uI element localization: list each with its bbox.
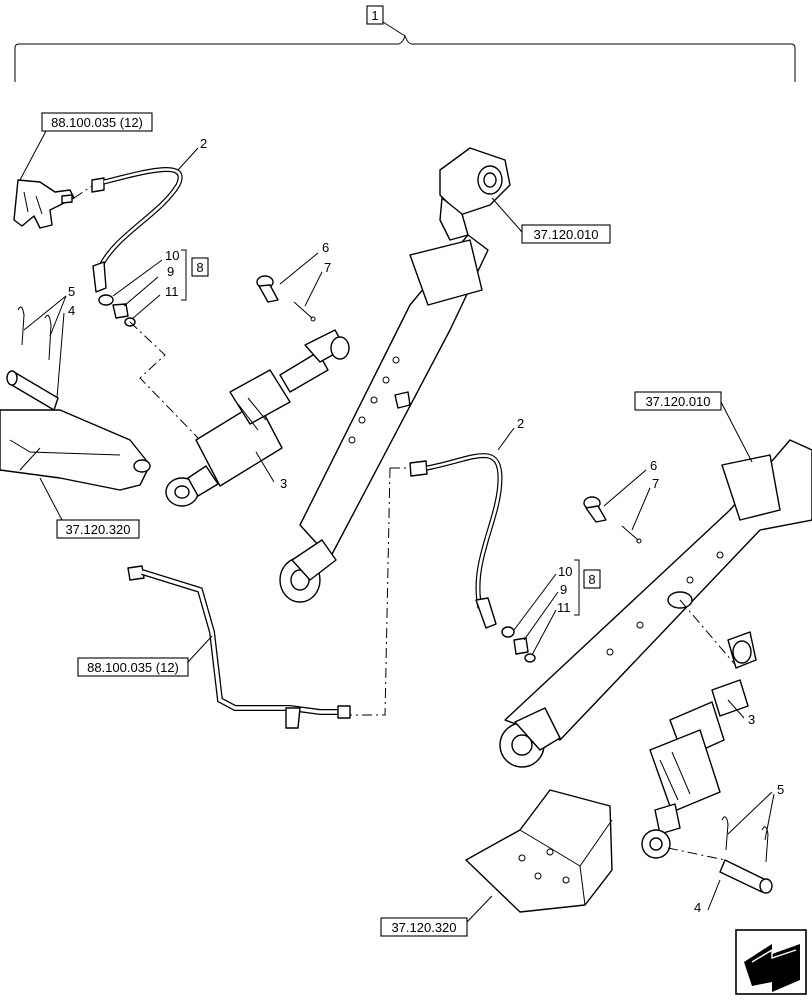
svg-text:4: 4 bbox=[68, 303, 75, 318]
svg-text:37.120.320: 37.120.320 bbox=[65, 522, 130, 537]
svg-text:7: 7 bbox=[324, 260, 331, 275]
hose-upper: 2 bbox=[73, 136, 207, 293]
assembly-callout: 1 bbox=[371, 8, 378, 23]
svg-text:10: 10 bbox=[558, 564, 572, 579]
left-assembly: 88.100.035 (12) 2 10 9 11 8 bbox=[0, 112, 611, 729]
svg-text:7: 7 bbox=[652, 476, 659, 491]
assembly-callout-box bbox=[366, 5, 384, 25]
svg-text:11: 11 bbox=[557, 600, 571, 615]
lower-bracket-right: 37.120.320 bbox=[380, 789, 613, 937]
navigation-arrow-icon[interactable] bbox=[735, 929, 807, 995]
hydraulic-ref-top: 88.100.035 (12) bbox=[19, 112, 153, 181]
svg-text:8: 8 bbox=[588, 572, 595, 587]
assembly-bracket: 1 bbox=[14, 5, 796, 82]
cylinder-right: 3 bbox=[641, 599, 757, 859]
svg-text:37.120.010: 37.120.010 bbox=[645, 394, 710, 409]
svg-text:8: 8 bbox=[196, 260, 203, 275]
svg-text:3: 3 bbox=[748, 712, 755, 727]
svg-text:9: 9 bbox=[560, 582, 567, 597]
seal-kit-right: 10 9 11 8 bbox=[501, 559, 601, 663]
left-hose-bracket bbox=[13, 179, 75, 229]
svg-text:6: 6 bbox=[322, 240, 329, 255]
svg-text:9: 9 bbox=[167, 264, 174, 279]
cylinder-left: 3 bbox=[129, 321, 350, 507]
lower-bracket-left: 37.120.320 bbox=[0, 409, 151, 539]
top-link-left: 37.120.010 bbox=[279, 147, 611, 603]
svg-text:10: 10 bbox=[165, 248, 179, 263]
svg-text:37.120.320: 37.120.320 bbox=[391, 920, 456, 935]
svg-text:3: 3 bbox=[280, 476, 287, 491]
right-assembly: 2 10 9 11 8 6 7 bbox=[380, 391, 812, 937]
svg-text:88.100.035 (12): 88.100.035 (12) bbox=[87, 660, 179, 675]
pin-and-clips-left: 5 4 bbox=[6, 284, 75, 411]
hose-right: 2 bbox=[390, 416, 524, 629]
pin-and-clips-right: 5 4 bbox=[667, 782, 784, 915]
svg-text:6: 6 bbox=[650, 458, 657, 473]
svg-text:2: 2 bbox=[517, 416, 524, 431]
svg-text:11: 11 bbox=[165, 284, 179, 299]
hydraulic-tube-lower: 88.100.035 (12) bbox=[77, 467, 391, 729]
pin-small-right: 6 7 bbox=[583, 458, 659, 544]
pin-small-left: 6 7 bbox=[256, 240, 331, 322]
svg-text:5: 5 bbox=[777, 782, 784, 797]
svg-text:37.120.010: 37.120.010 bbox=[533, 227, 598, 242]
svg-text:4: 4 bbox=[694, 900, 701, 915]
svg-text:88.100.035 (12): 88.100.035 (12) bbox=[51, 115, 143, 130]
svg-text:5: 5 bbox=[68, 284, 75, 299]
svg-text:2: 2 bbox=[200, 136, 207, 151]
seal-kit-left: 10 9 11 8 bbox=[98, 248, 209, 327]
top-link-right: 37.120.010 bbox=[499, 391, 812, 768]
